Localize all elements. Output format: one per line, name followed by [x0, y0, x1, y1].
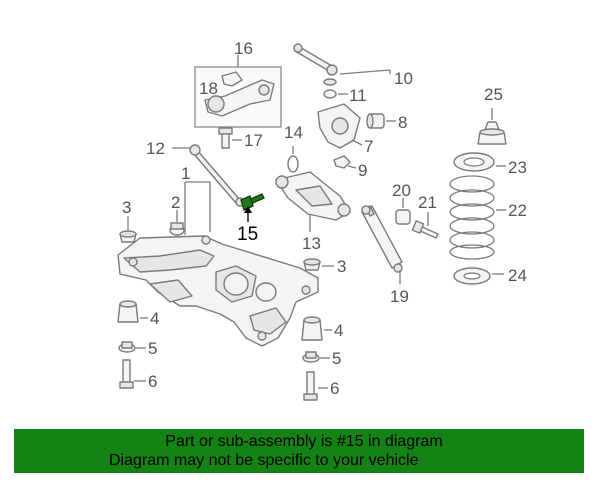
callout-18: 18: [199, 79, 218, 98]
callout-15: 15: [237, 224, 258, 245]
callout-4-left: 4: [150, 309, 159, 328]
callout-3-right: 3: [337, 257, 346, 276]
callout-4-right: 4: [334, 321, 343, 340]
lower-seat-24: [453, 267, 504, 285]
upper-arm-inset: [194, 55, 282, 128]
lower-arm-13: [275, 171, 351, 232]
bushing-8: [366, 113, 396, 129]
callout-19: 19: [390, 287, 409, 306]
control-link-10: [293, 43, 391, 76]
bump-stop-20: [395, 198, 411, 225]
parts-diagram: 16 18 10 11 8 25 12 17 14 7 9 23 1 20 21…: [117, 39, 527, 401]
info-banner: Part or sub-assembly is #15 in diagram D…: [14, 429, 584, 473]
mount-stack-right: [301, 316, 332, 401]
callout-22: 22: [508, 201, 527, 220]
callout-8: 8: [398, 113, 407, 132]
callout-17: 17: [244, 131, 263, 150]
callout-24: 24: [508, 266, 527, 285]
callout-5-left: 5: [148, 339, 157, 358]
callout-25: 25: [484, 85, 503, 104]
banner-line-part: Part or sub-assembly is #15 in diagram: [165, 433, 443, 450]
mount-3-right: [303, 258, 334, 271]
mount-3-left: [119, 216, 137, 243]
callout-20: 20: [392, 181, 411, 200]
callout-11: 11: [349, 86, 367, 105]
callout-6-left: 6: [148, 372, 157, 391]
subframe-1: [117, 181, 319, 347]
banner-line-disclaimer: Diagram may not be specific to your vehi…: [109, 452, 419, 469]
insulator-23: [453, 152, 506, 172]
upper-seat-25: [477, 108, 507, 145]
callout-5-right: 5: [332, 349, 341, 368]
mount-stack-left: [117, 300, 148, 389]
nut-11: [323, 78, 348, 99]
bolt-17: [218, 127, 242, 149]
callout-12: 12: [146, 139, 165, 158]
callout-10: 10: [394, 69, 413, 88]
callout-13: 13: [302, 234, 321, 253]
nut-9: [333, 155, 357, 169]
callout-3-left: 3: [122, 198, 131, 217]
callout-21: 21: [418, 193, 437, 212]
callout-7: 7: [364, 137, 373, 156]
shock-absorber-19: [361, 205, 403, 284]
bolt-21: [411, 212, 439, 239]
callout-6-right: 6: [330, 379, 339, 398]
clip-14: [287, 146, 299, 173]
callout-14: 14: [284, 123, 303, 142]
callout-2: 2: [171, 193, 180, 212]
callout-23: 23: [508, 158, 527, 177]
bolt-15-highlighted: [240, 193, 265, 222]
callout-16: 16: [234, 39, 253, 58]
callout-9: 9: [358, 161, 367, 180]
coil-spring-22: [449, 175, 506, 260]
callout-1: 1: [181, 164, 190, 183]
callout-labels: 16 18 10 11 8 25 12 17 14 7 9 23 1 20 21…: [122, 39, 527, 398]
knuckle-7: [317, 103, 363, 149]
mount-2: [169, 210, 185, 236]
